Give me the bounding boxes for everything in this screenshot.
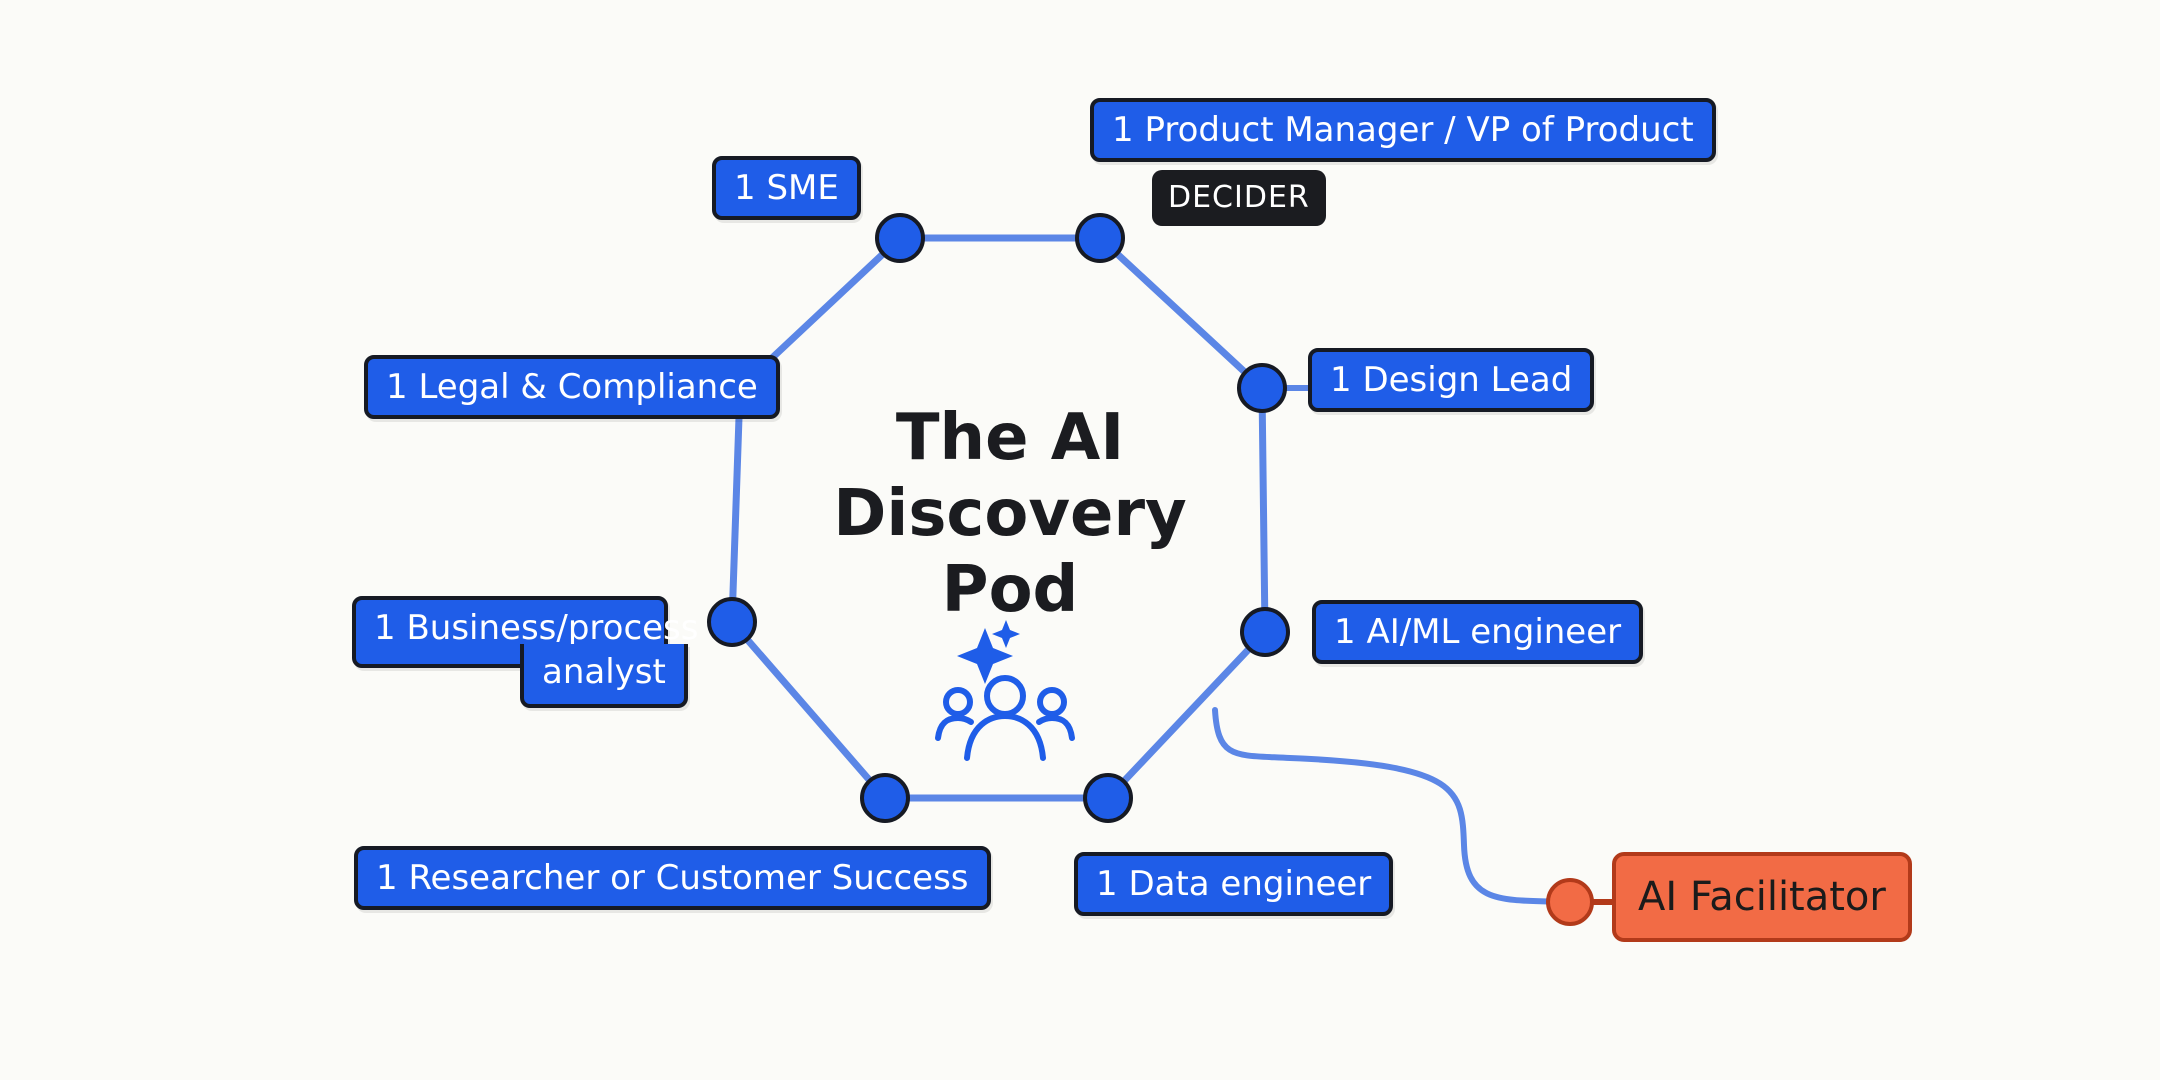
ai-facilitator-label: AI Facilitator [1612, 852, 1912, 942]
role-label-ai-ml-engineer: 1 AI/ML engineer [1312, 600, 1644, 664]
sparkle-icon [957, 620, 1020, 684]
node-sme [875, 213, 925, 263]
role-label-data-engineer: 1 Data engineer [1074, 852, 1394, 916]
decider-tag: DECIDER [1152, 170, 1326, 226]
team-icon [935, 675, 1075, 761]
business-analyst-line-1: 1 Business/process [352, 596, 698, 668]
node-business-analyst [707, 597, 757, 647]
node-ai-ml-engineer [1240, 607, 1290, 657]
node-facilitator [1546, 878, 1594, 926]
pod-title-line-3: Pod [941, 553, 1079, 627]
facilitator-connector-line [1212, 707, 1573, 905]
role-label-design-lead: 1 Design Lead [1308, 348, 1595, 412]
node-data-engineer [1083, 773, 1133, 823]
node-design-lead [1237, 363, 1287, 413]
node-researcher [860, 773, 910, 823]
role-label-researcher: 1 Researcher or Customer Success [354, 846, 991, 910]
business-analyst-line-2: analyst [520, 644, 688, 708]
pod-title: The AI Discovery Pod [790, 400, 1230, 628]
node-product-manager [1075, 213, 1125, 263]
role-label-product-manager: 1 Product Manager / VP of Product [1090, 98, 1716, 162]
role-label-sme: 1 SME [712, 156, 861, 220]
pod-title-line-2: Discovery [833, 477, 1187, 551]
pod-title-line-1: The AI [895, 401, 1125, 475]
role-label-legal-compliance: 1 Legal & Compliance [364, 355, 780, 419]
